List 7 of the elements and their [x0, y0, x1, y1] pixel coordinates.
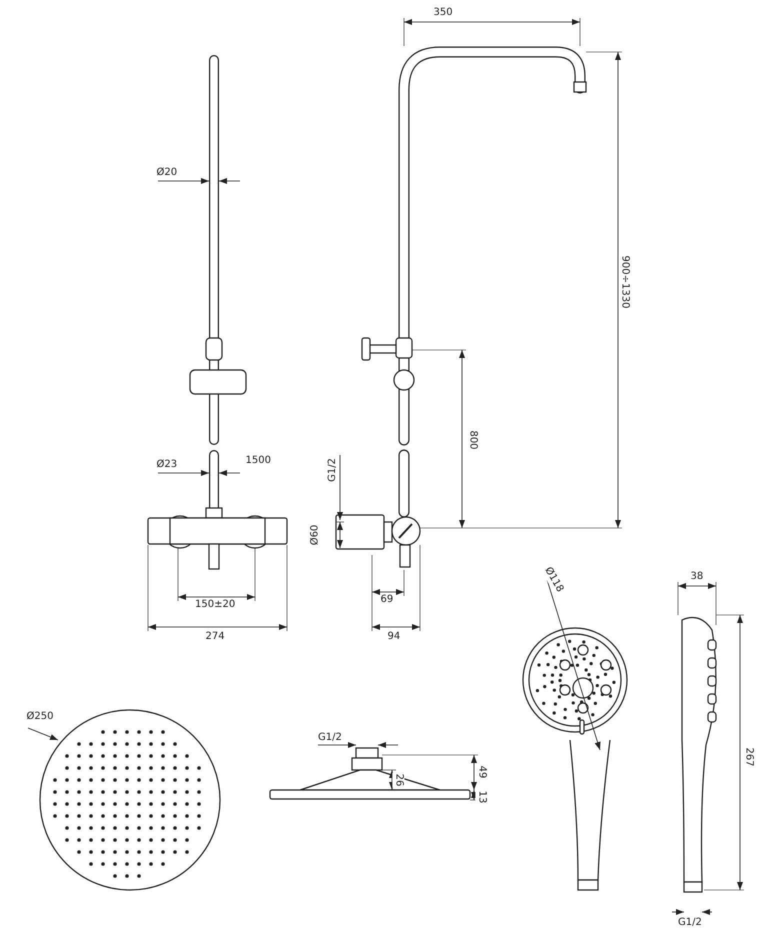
dimension-label: 13 — [474, 790, 487, 804]
dimension-label: G1/2 — [317, 732, 343, 744]
dimension-label: 26 — [392, 772, 404, 788]
dimension-label: G1/2 — [677, 917, 703, 929]
dimension-label: G1/2 — [326, 457, 339, 483]
dimension-label: 900÷1330 — [618, 254, 630, 310]
dimension-label: Ø60 — [308, 524, 321, 546]
